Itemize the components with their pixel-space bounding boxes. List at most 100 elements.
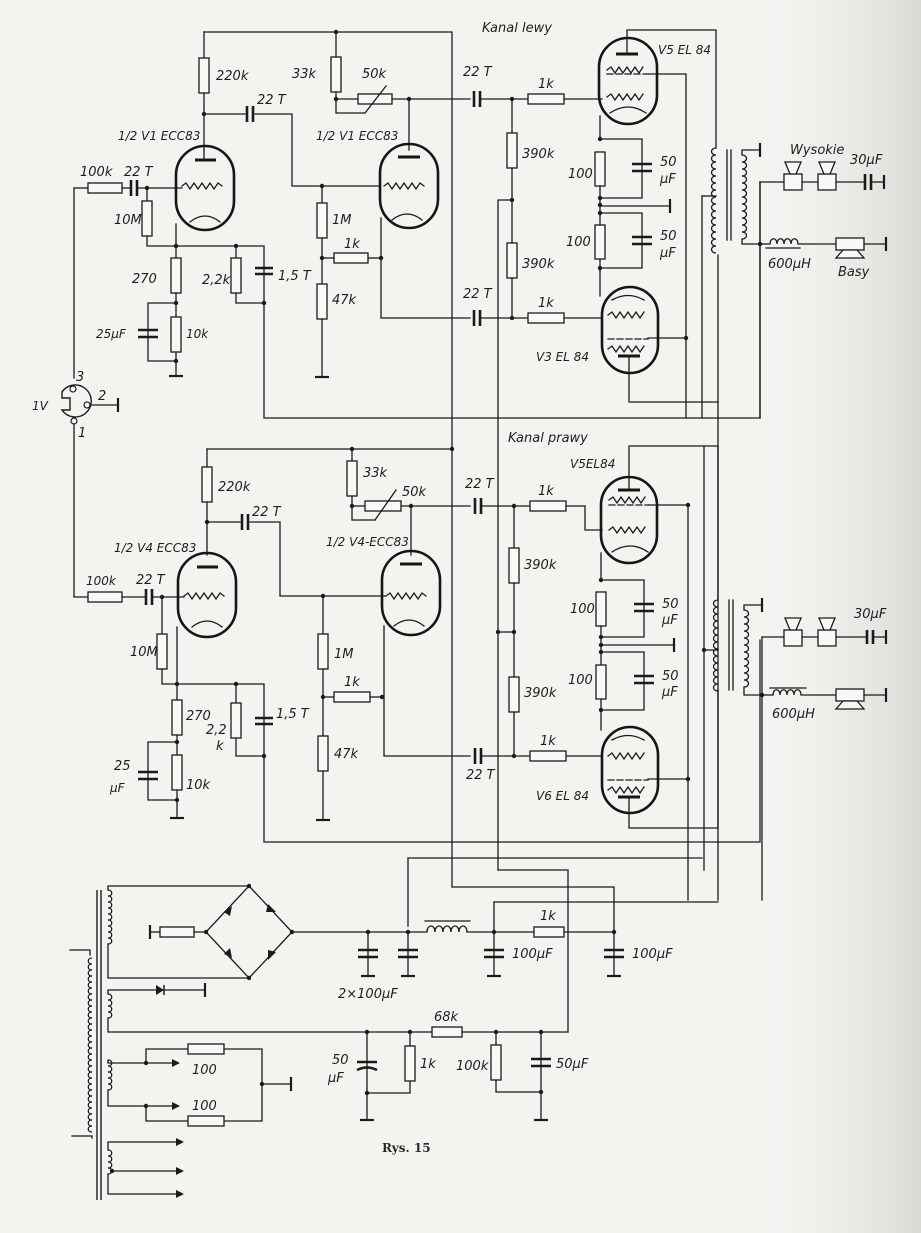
filter-choke: [424, 920, 471, 933]
resistor-10m-right: [156, 633, 168, 670]
label-v3-left: V3 EL 84: [536, 350, 589, 364]
resistor-1k-stage2-left: [333, 252, 369, 264]
label-220k: 220k: [216, 69, 249, 84]
label-1k-stage2: 1k: [344, 237, 360, 252]
label-10k-r: 10k: [186, 778, 211, 793]
label-390k-1-r: 390k: [524, 558, 557, 573]
label-1-5t-r: 1,5 T: [276, 707, 310, 722]
resistor-270-left: [170, 257, 182, 294]
label-100k-r: 100k: [86, 574, 117, 588]
label-50k: 50k: [362, 67, 387, 82]
label-22t-bot: 22 T: [463, 287, 493, 302]
label-50k-r: 50k: [402, 485, 427, 500]
label-1k-bot: 1k: [538, 296, 554, 311]
label-50-1: 50: [660, 155, 677, 170]
potentiometer-50k-left: [357, 93, 393, 105]
resistor-390k-2-right: [508, 676, 520, 713]
label-1k-stage2-r: 1k: [344, 675, 360, 690]
resistor-47k-right: [317, 735, 329, 772]
label-22t-couple-r: 22 T: [252, 505, 282, 520]
label-v4a: 1/2 V4 ECC83: [114, 541, 196, 555]
label-100uf-2: 100µF: [632, 947, 673, 962]
label-22t-in-r: 22 T: [136, 573, 166, 588]
tweeter-1-left: [783, 161, 803, 191]
tube-v5-left: [597, 36, 659, 126]
resistor-1k-psu: [533, 926, 565, 938]
label-1m-r: 1M: [334, 647, 354, 662]
socket-level: 1V: [32, 399, 49, 413]
label-1k-psu: 1k: [540, 909, 556, 924]
resistor-100-2-right: [595, 664, 607, 700]
label-2k2: 2,2k: [202, 273, 231, 288]
label-1m: 1M: [332, 213, 352, 228]
resistor-270-right: [171, 699, 183, 736]
label-25uf: 25µF: [96, 327, 127, 341]
resistor-bridge: [159, 926, 195, 938]
label-100uf-1: 100µF: [512, 947, 553, 962]
woofer-right: [834, 688, 866, 710]
resistor-heater-100-1: [187, 1043, 225, 1055]
resistor-1m-right: [317, 633, 329, 670]
label-1k-bot-r: 1k: [540, 734, 556, 749]
label-uf-1: µF: [659, 172, 676, 187]
label-50-2: 50: [660, 229, 677, 244]
resistor-1k-stage2-right: [333, 691, 371, 703]
resistor-220k-right: [201, 466, 213, 503]
resistor-100k-right: [87, 591, 123, 603]
label-33k: 33k: [292, 67, 317, 82]
label-220k-r: 220k: [218, 480, 251, 495]
label-1k-top-r: 1k: [538, 484, 554, 499]
tweeter-2-left: [817, 161, 837, 191]
label-2x100uf: 2×100µF: [338, 987, 398, 1002]
output-transformer-left: [701, 143, 763, 419]
label-v5-right: V5EL84: [570, 457, 615, 471]
resistor-220k-left: [198, 57, 210, 94]
right-channel-title: Kanal prawy: [508, 431, 588, 446]
label-k-r: k: [216, 739, 224, 754]
label-100k: 100k: [80, 165, 113, 180]
socket-pin-3: 3: [76, 370, 84, 385]
label-390k-1: 390k: [522, 147, 555, 162]
label-10m-r: 10M: [130, 645, 158, 660]
resistor-1m-left: [316, 202, 328, 239]
mains-transformer-primary: [69, 949, 93, 1139]
resistor-1k-top-left: [527, 93, 565, 105]
tube-v6-right: [600, 725, 660, 815]
label-100-1: 100: [568, 167, 593, 182]
label-uf-2-r: µF: [661, 685, 678, 700]
resistor-100-1-right: [595, 591, 607, 627]
resistor-10k-right: [171, 754, 183, 791]
resistor-68k: [431, 1026, 463, 1038]
label-v5-left: V5 EL 84: [658, 43, 711, 57]
label-v6-right: V6 EL 84: [536, 789, 589, 803]
bridge-rectifier: [224, 904, 276, 960]
label-22t-in: 22 T: [124, 165, 154, 180]
label-25-r: 25: [114, 759, 131, 774]
label-wysokie: Wysokie: [790, 143, 844, 158]
resistor-100k-bias: [490, 1044, 502, 1081]
label-1k-bias: 1k: [420, 1057, 436, 1072]
label-270: 270: [132, 272, 157, 287]
label-uf-2: µF: [659, 246, 676, 261]
label-22t-bot-r: 22 T: [466, 768, 496, 783]
label-30uf-left: 30µF: [850, 153, 883, 168]
label-50uf: 50µF: [556, 1057, 589, 1072]
label-100-2-r: 100: [568, 673, 593, 688]
input-socket: 3 2 1 1V: [32, 187, 120, 598]
resistor-33k-right: [346, 460, 358, 497]
tube-v3-left: [600, 285, 660, 375]
label-600uh-right: 600µH: [772, 707, 815, 722]
right-channel: Kanal prawy 220k 22 T 1/2 V4 ECC83 100k …: [86, 431, 888, 901]
resistor-heater-100-2: [187, 1115, 225, 1127]
label-50-2-r: 50: [662, 669, 679, 684]
socket-pin-1: 1: [78, 426, 86, 441]
label-v4b: 1/2 V4-ECC83: [326, 535, 409, 549]
resistor-100-1-left: [594, 151, 606, 187]
label-390k-2-r: 390k: [524, 686, 557, 701]
label-100-1-r: 100: [570, 602, 595, 617]
socket-pin-2: 2: [98, 389, 106, 404]
resistor-1k-bot-left: [527, 312, 565, 324]
label-68k: 68k: [434, 1010, 459, 1025]
label-10m: 10M: [114, 213, 142, 228]
